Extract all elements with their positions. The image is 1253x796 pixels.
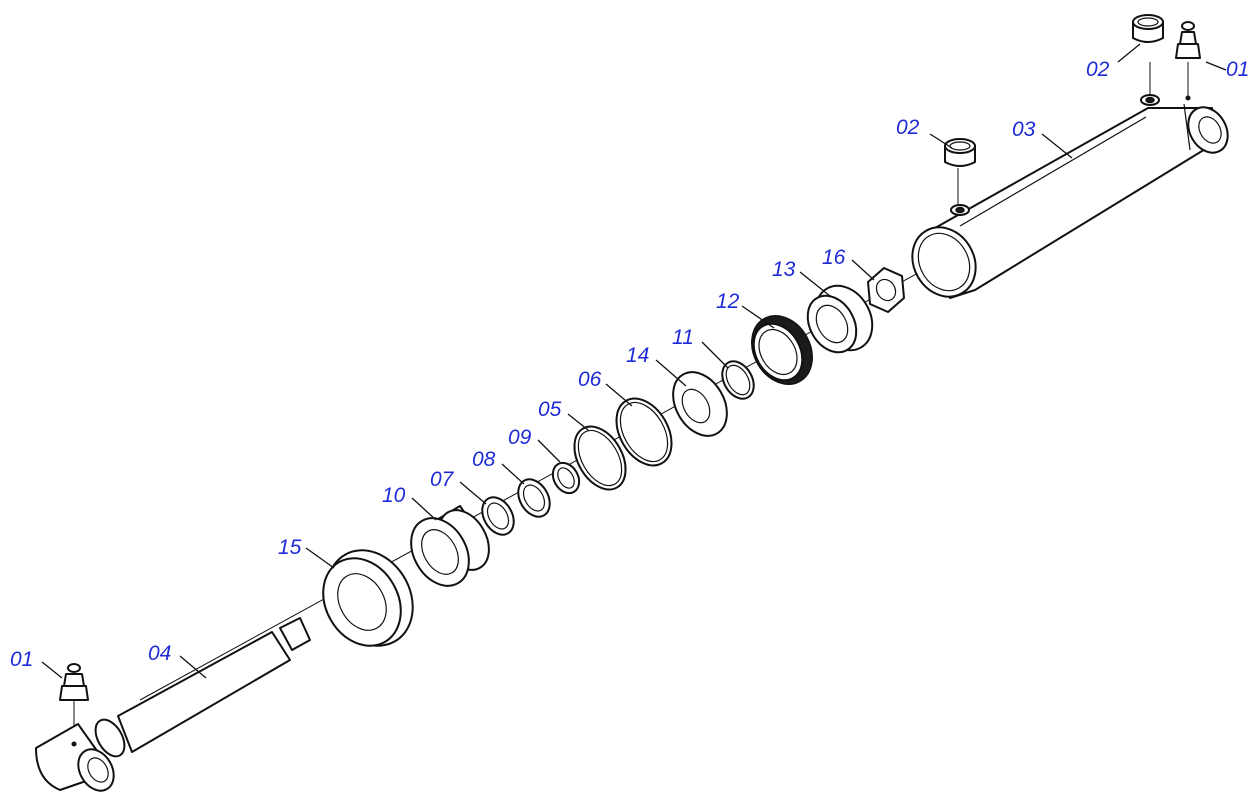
label-02-top: 02 [1086,58,1110,81]
part-labels: 01 02 02 03 16 13 12 11 14 06 05 09 08 0… [10,58,1249,671]
label-15: 15 [278,536,302,559]
leader-lines [41,43,1227,679]
rod-seal [517,478,551,518]
o-ring-small [721,360,755,400]
rod-ring [481,496,515,536]
cylinder-barrel [911,94,1229,299]
piston [806,284,874,354]
piston-seal [751,315,813,385]
backup-ring [573,425,627,491]
label-12: 12 [716,290,740,313]
grease-fitting-top [1175,21,1201,59]
label-07: 07 [430,468,455,491]
label-01-bottom: 01 [10,648,33,671]
grease-fitting-bottom [59,663,89,701]
end-cap [322,549,414,647]
label-09: 09 [508,426,532,449]
label-14: 14 [626,344,649,367]
label-06: 06 [578,368,602,391]
wiper-ring [551,461,581,495]
gland [410,505,490,587]
label-10: 10 [382,484,406,507]
label-13: 13 [772,258,796,281]
piston-nut [867,267,905,313]
label-03: 03 [1012,118,1036,141]
label-05: 05 [538,398,562,421]
guide-ring [672,371,728,437]
plug-mid [944,138,976,167]
label-11: 11 [672,326,694,349]
label-08: 08 [472,448,496,471]
label-01-top: 01 [1226,58,1249,81]
label-16: 16 [822,246,846,269]
label-04: 04 [148,642,171,665]
plug-top [1132,14,1164,43]
piston-rod [35,617,311,792]
label-02-mid: 02 [896,116,920,139]
